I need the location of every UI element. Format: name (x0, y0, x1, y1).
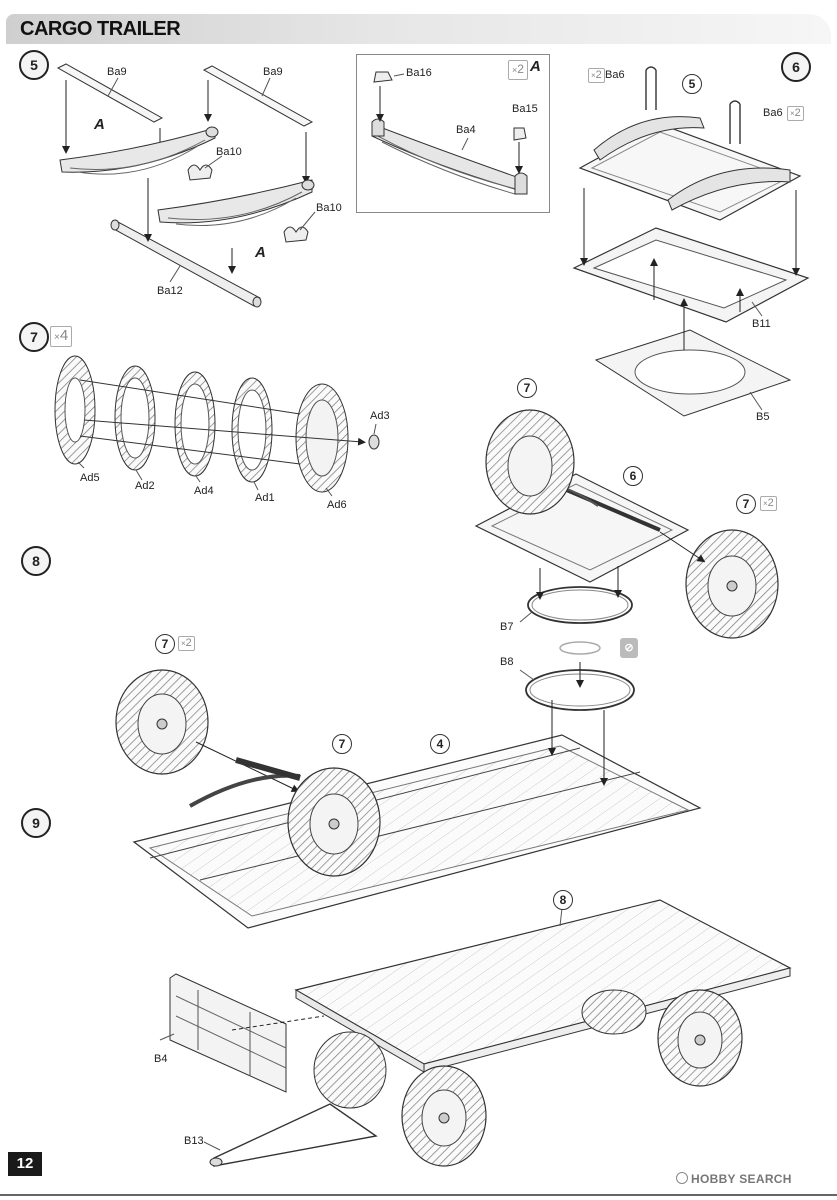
inset-spring-detail (371, 71, 528, 195)
label-b8: B8 (500, 656, 514, 668)
wheel-right-qty: ×2 (760, 496, 777, 511)
step-6-badge: 6 (781, 52, 811, 82)
label-b7: B7 (500, 621, 514, 633)
label-ad1: Ad1 (255, 492, 275, 504)
leaf-spring-lower (157, 179, 315, 226)
label-ad3: Ad3 (370, 410, 390, 422)
step6-drawing (572, 66, 810, 417)
letter-a-left: A (94, 116, 105, 133)
label-ba16: Ba16 (406, 67, 432, 79)
multiplier-icon: × (54, 332, 60, 343)
callout-8-final: 8 (553, 890, 573, 910)
callout-5-step6: 5 (682, 74, 702, 94)
label-ba10-bottom: Ba10 (316, 202, 342, 214)
glue-warning-icon: ⊘ (620, 638, 638, 658)
label-ad2: Ad2 (135, 480, 155, 492)
wheel-left-qty: ×2 (178, 636, 195, 651)
ba6-right-qty: ×2 (787, 106, 804, 121)
step-7-badge: 7 (19, 322, 49, 352)
inset-quantity: ×2 (508, 60, 528, 80)
label-ba10-top: Ba10 (216, 146, 242, 158)
axle-ba12 (110, 219, 262, 308)
label-b4: B4 (154, 1053, 168, 1065)
detail-inset (356, 54, 550, 213)
leaf-spring-upper (59, 126, 219, 175)
inset-letter: A (530, 58, 541, 75)
watermark-logo-icon (676, 1172, 688, 1184)
label-b11: B11 (752, 318, 771, 330)
header-bar (6, 14, 831, 44)
step-5-badge: 5 (19, 50, 49, 80)
step-8-badge: 8 (21, 546, 51, 576)
ba6-left-qty: ×2 (588, 68, 605, 83)
callout-7-step9-mid: 7 (332, 734, 352, 754)
step8-drawing (474, 409, 779, 711)
label-b13: B13 (184, 1135, 204, 1147)
step9-drawing (115, 669, 702, 929)
callout-4-step9: 4 (430, 734, 450, 754)
multiplier-icon: × (512, 65, 518, 75)
page-number: 12 (8, 1152, 42, 1176)
step7-quantity: ×4 (50, 326, 73, 347)
watermark: HOBBY SEARCH (676, 1172, 792, 1186)
label-ba4: Ba4 (456, 124, 476, 136)
label-ba6-left: Ba6 (605, 69, 625, 81)
step-9-badge: 9 (21, 808, 51, 838)
callout-7-step8-right: 7 (736, 494, 756, 514)
label-ba15: Ba15 (512, 103, 538, 115)
label-b5: B5 (756, 411, 770, 423)
page-header: CARGO TRAILER (6, 14, 831, 44)
step7-drawing (54, 355, 380, 497)
letter-a-right: A (255, 244, 266, 261)
footer-rule (0, 1194, 837, 1196)
page-title: CARGO TRAILER (20, 18, 181, 40)
label-ba9-left: Ba9 (107, 66, 127, 78)
label-ad5: Ad5 (80, 472, 100, 484)
label-ad6: Ad6 (327, 499, 347, 511)
label-ad4: Ad4 (194, 485, 214, 497)
callout-6-step8: 6 (623, 466, 643, 486)
final-assembly-drawing (159, 899, 792, 1167)
label-ba9-right: Ba9 (263, 66, 283, 78)
callout-7-step9-left: 7 (155, 634, 175, 654)
label-ba6-right: Ba6 (763, 107, 783, 119)
ba9-plate-right (202, 65, 314, 127)
label-ba12: Ba12 (157, 285, 183, 297)
callout-7-step8-top: 7 (517, 378, 537, 398)
step5-drawing (56, 63, 316, 308)
